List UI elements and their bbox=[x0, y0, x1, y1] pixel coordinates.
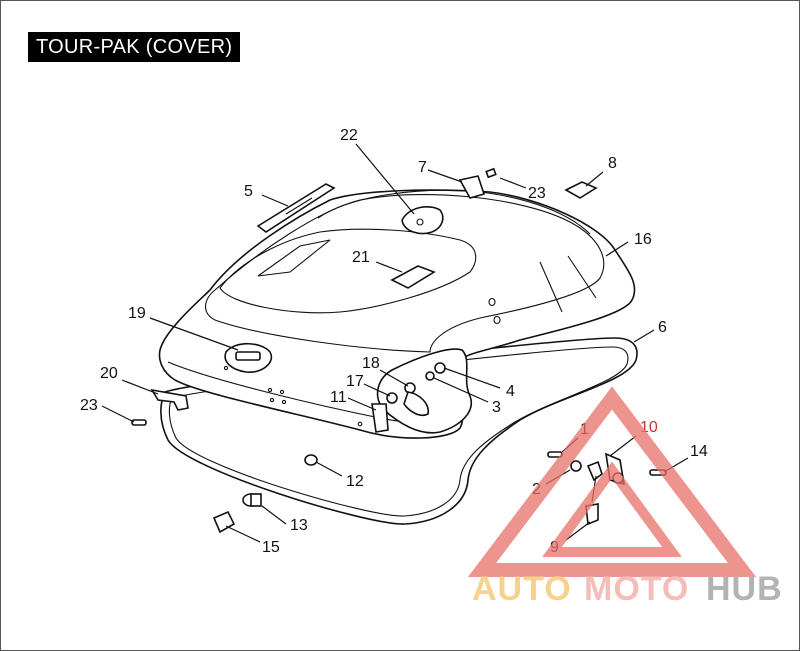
screw-23-left bbox=[131, 419, 147, 426]
cover-side-crease-2 bbox=[567, 255, 597, 299]
rack-pad bbox=[390, 265, 436, 289]
cover-hole-2 bbox=[493, 315, 501, 325]
hinge-pin-23-top bbox=[485, 167, 497, 179]
watermark-triangle-outer bbox=[467, 386, 757, 577]
key-15 bbox=[212, 510, 236, 534]
washer-2 bbox=[570, 460, 582, 472]
cover-dot-1 bbox=[267, 387, 273, 393]
gasket-inner-edge bbox=[168, 346, 629, 517]
latch-hole bbox=[416, 218, 424, 226]
callout-11: 11 bbox=[330, 389, 347, 406]
hinge-arm bbox=[403, 391, 430, 417]
cover-dot-6 bbox=[357, 421, 363, 427]
callout-6: 6 bbox=[658, 319, 667, 336]
washer-3 bbox=[425, 371, 435, 381]
callout-23-left: 23 bbox=[80, 397, 98, 414]
callout-21: 21 bbox=[352, 249, 370, 266]
diagram-title: TOUR-PAK (COVER) bbox=[28, 32, 241, 62]
callout-22: 22 bbox=[340, 127, 358, 144]
callout-14: 14 bbox=[690, 443, 708, 460]
cover-dot-2 bbox=[279, 389, 285, 395]
pad-part bbox=[564, 181, 598, 199]
cover-dot-4 bbox=[281, 399, 287, 405]
callout-3: 3 bbox=[492, 399, 501, 416]
o-ring-12 bbox=[304, 454, 318, 466]
watermark: AUTO MOTO HUB bbox=[467, 386, 783, 608]
cover-side-crease bbox=[539, 261, 563, 313]
callout-13: 13 bbox=[290, 517, 308, 534]
callout-20: 20 bbox=[100, 365, 118, 382]
callout-16: 16 bbox=[634, 231, 652, 248]
handle-grip bbox=[235, 351, 261, 361]
watermark-moto: MOTO bbox=[584, 570, 689, 608]
watermark-auto: AUTO bbox=[472, 570, 572, 608]
callout-12: 12 bbox=[346, 473, 364, 490]
callout-4: 4 bbox=[506, 383, 515, 400]
callout-18: 18 bbox=[362, 355, 380, 372]
callout-8: 8 bbox=[608, 155, 617, 172]
cover-raised-panel bbox=[219, 228, 477, 314]
callout-5: 5 bbox=[244, 183, 253, 200]
cover-dot-5 bbox=[223, 365, 229, 371]
hinge-strap-11 bbox=[371, 403, 389, 433]
cover-shell bbox=[158, 189, 636, 439]
callout-7: 7 bbox=[418, 159, 427, 176]
nut-4 bbox=[434, 362, 446, 374]
watermark-hub: HUB bbox=[706, 570, 783, 608]
cover-hole-1 bbox=[488, 297, 496, 307]
lock-cylinder-body bbox=[250, 493, 262, 507]
hinge-bolt-17 bbox=[386, 392, 398, 404]
callout-19: 19 bbox=[128, 305, 146, 322]
hinge-part bbox=[458, 175, 486, 199]
bracket-part bbox=[150, 388, 189, 411]
emblem-strip-text bbox=[285, 197, 313, 215]
cover-dot-3 bbox=[269, 397, 275, 403]
cover-recess bbox=[257, 239, 331, 277]
watermark-triangle-inner bbox=[542, 461, 682, 557]
callout-17: 17 bbox=[346, 373, 364, 390]
callout-15: 15 bbox=[262, 539, 280, 556]
tether-end bbox=[586, 460, 603, 482]
callout-23-top: 23 bbox=[528, 185, 546, 202]
